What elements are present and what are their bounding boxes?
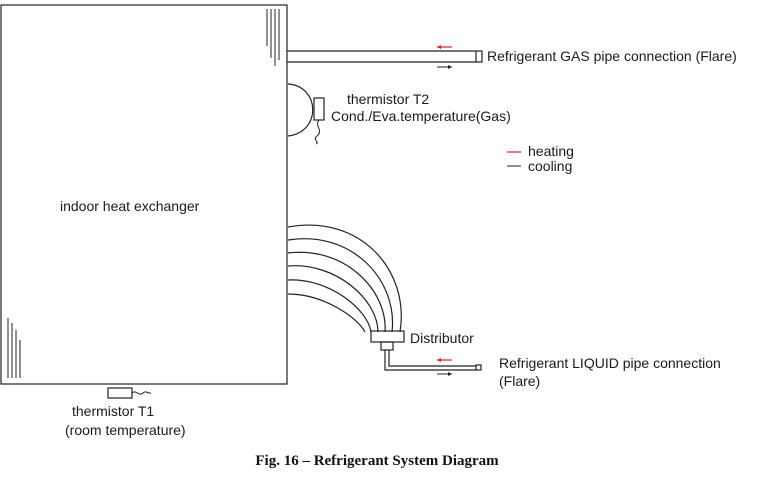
liquid-pipe-cooling-arrow [437, 372, 452, 376]
liquid-pipe-label: Refrigerant LIQUID pipe connection [499, 355, 721, 371]
thermistor-t1-label: thermistor T1 [72, 403, 154, 419]
heat-exchanger-box [0, 4, 288, 385]
thermistor-t1-sensor [107, 387, 133, 399]
distributor-neck [380, 341, 394, 351]
liquid-pipe-label-flare: (Flare) [499, 373, 540, 389]
liquid-pipe-heating-arrow [437, 358, 452, 362]
thermistor-t2-wire [314, 119, 321, 145]
heat-exchanger-fins-bottom-left [7, 318, 21, 378]
heat-exchanger-fins-top-right [266, 9, 280, 66]
figure-caption: Fig. 16 – Refrigerant System Diagram [255, 453, 499, 469]
gas-pipe-cooling-arrow [437, 65, 452, 69]
thermistor-t2-label: thermistor T2 [347, 91, 429, 107]
thermistor-t1-description: (room temperature) [65, 422, 186, 438]
gas-pipe-heating-arrow [437, 45, 452, 49]
liquid-pipe [384, 350, 482, 371]
gas-pipe-label: Refrigerant GAS pipe connection (Flare) [487, 48, 737, 64]
thermistor-t2-bulge [287, 83, 314, 137]
legend-heating-label: heating [528, 143, 574, 159]
distributor-label: Distributor [410, 330, 474, 346]
distributor-tubes [287, 224, 402, 333]
thermistor-t2-description: Cond./Eva.temperature(Gas) [331, 108, 511, 124]
distributor-body [370, 330, 405, 343]
thermistor-t2-sensor [313, 97, 325, 121]
heat-exchanger-label: indoor heat exchanger [60, 198, 200, 214]
thermistor-t1-wire [131, 391, 152, 395]
gas-pipe [287, 50, 483, 63]
legend-cooling-label: cooling [528, 158, 572, 174]
